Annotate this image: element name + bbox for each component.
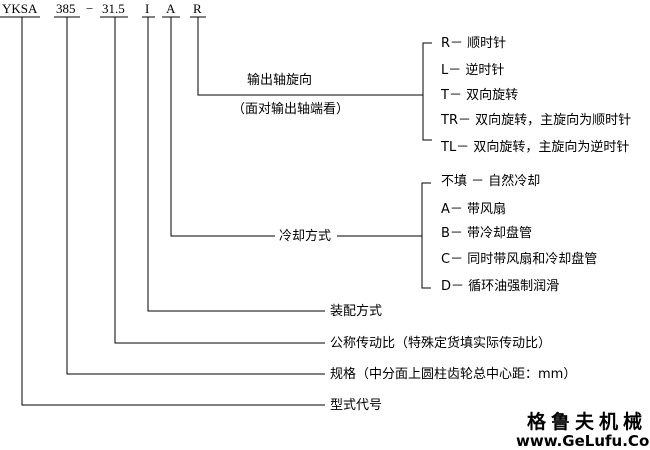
watermark-url: www.GeLufu.Com xyxy=(516,432,650,450)
code-dash: − xyxy=(86,1,93,16)
cooling-branch: 冷却方式 不填 － 自然冷却 A－ 带风扇 B－ 带冷却盘管 C－ 同时带风扇和… xyxy=(279,173,597,294)
leader-lines xyxy=(21,17,432,406)
cooling-label: 冷却方式 xyxy=(279,228,331,244)
cooling-option-b: B－ 带冷却盘管 xyxy=(441,225,532,241)
code-ratio: 31.5 xyxy=(102,1,125,16)
cooling-option-c: C－ 同时带风扇和冷却盘管 xyxy=(441,251,597,267)
leader-type xyxy=(21,17,325,406)
model-code: YKSA 385 − 31.5 I A R xyxy=(0,1,206,18)
code-spec: 385 xyxy=(56,1,76,16)
rotation-option-tr: TR－ 双向旋转，主旋向为顺时针 xyxy=(440,112,631,128)
ratio-label: 公称传动比（特殊定货填实际传动比） xyxy=(330,335,551,351)
code-assembly: I xyxy=(145,1,149,16)
rotation-option-r: R－ 顺时针 xyxy=(441,36,506,51)
spec-label: 规格（中分面上圆柱齿轮总中心距：mm） xyxy=(330,366,576,382)
brace-cooling xyxy=(421,182,431,289)
watermark-cn: 格鲁夫机械 xyxy=(527,410,647,433)
brace-rotation xyxy=(422,42,432,141)
code-cooling: A xyxy=(166,1,176,16)
rotation-option-tl: TL－ 双向旋转，主旋向为逆时针 xyxy=(440,139,629,155)
rotation-option-l: L－ 逆时针 xyxy=(441,62,504,78)
rotation-option-t: T－ 双向旋转 xyxy=(440,87,518,103)
rotation-label: 输出轴旋向 xyxy=(247,72,312,88)
leader-ratio xyxy=(114,17,325,344)
code-rotation: R xyxy=(193,1,202,16)
cooling-option-none: 不填 － 自然冷却 xyxy=(441,173,540,189)
leader-rotation xyxy=(197,17,380,96)
cooling-option-d: D－ 循环油强制润滑 xyxy=(441,279,559,294)
watermark: 格鲁夫机械 www.GeLufu.Com xyxy=(516,410,650,450)
assembly-label: 装配方式 xyxy=(330,303,382,319)
rotation-branch: 输出轴旋向 （面对输出轴端看） R－ 顺时针 L－ 逆时针 T－ 双向旋转 TR… xyxy=(232,36,631,155)
cooling-option-a: A－ 带风扇 xyxy=(441,201,506,217)
type-label: 型式代号 xyxy=(330,398,382,413)
leader-assembly xyxy=(147,17,325,312)
leader-spec xyxy=(66,17,325,375)
rotation-sublabel: （面对输出轴端看） xyxy=(232,101,349,117)
leader-cooling xyxy=(170,17,275,237)
code-type: YKSA xyxy=(2,1,38,16)
